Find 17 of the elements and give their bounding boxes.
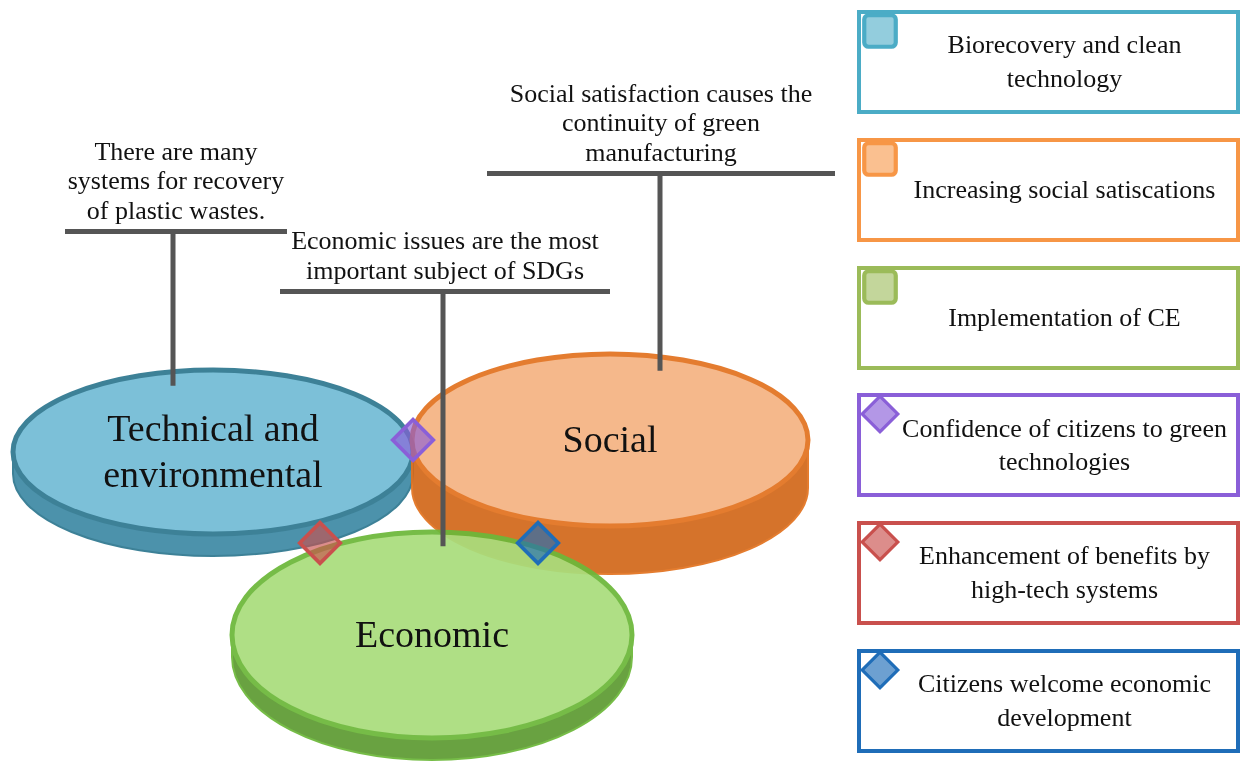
ellipse-disc bbox=[228, 528, 636, 764]
legend-text: Confidence of citizens to green technologies bbox=[901, 412, 1228, 479]
legend-text: Enhancement of benefits by high-tech systems bbox=[918, 540, 1211, 607]
node-label: Technical and environmental bbox=[102, 406, 324, 497]
callout-text: There are many systems for recovery of plastic wastes. bbox=[66, 136, 286, 225]
leader-line bbox=[440, 294, 446, 547]
node-label: Economic bbox=[354, 612, 510, 658]
leader-line bbox=[170, 234, 176, 386]
ellipse-disc bbox=[408, 350, 812, 578]
legend-text: Citizens welcome economic development bbox=[916, 668, 1213, 734]
leader-line bbox=[657, 176, 663, 371]
callout-text: Social satisfaction causes the continuity of green manufacturing bbox=[508, 78, 814, 167]
node-label: Social bbox=[562, 417, 658, 463]
legend-text: Biorecovery and clean technology bbox=[946, 29, 1183, 95]
legend-text: Increasing social satiscations bbox=[913, 173, 1216, 206]
legend-text: Implementation of CE bbox=[948, 301, 1181, 334]
callout-text: Economic issues are the most important subject of SDGs bbox=[290, 226, 600, 285]
